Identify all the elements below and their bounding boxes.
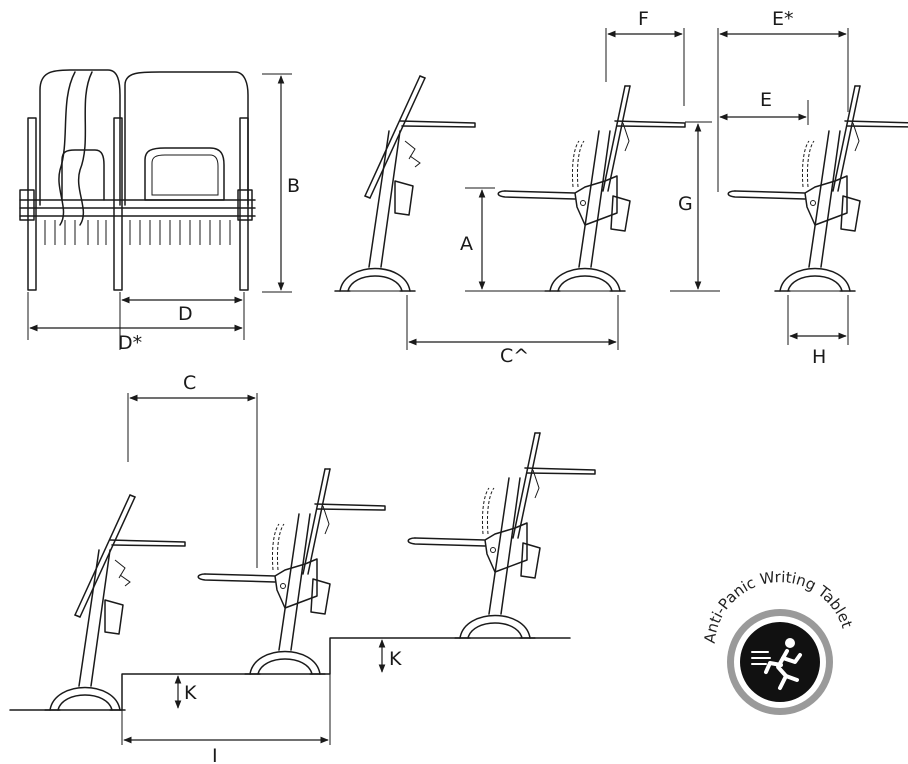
dimension-b: B	[262, 73, 300, 293]
dim-label-h: H	[812, 346, 826, 368]
tiered-chair-right	[407, 432, 596, 639]
dimension-k-upper: K	[378, 639, 402, 673]
dim-label-e-star: E*	[772, 8, 794, 30]
tiered-chair-folded	[44, 494, 186, 711]
dim-label-b: B	[287, 175, 300, 197]
dimension-a: A	[460, 187, 495, 290]
running-person-icon	[751, 638, 802, 690]
dim-label-c: C	[183, 372, 196, 394]
dimension-e: E* E	[717, 8, 849, 192]
dim-label-e: E	[760, 89, 772, 111]
dim-label-k-upper: K	[389, 648, 402, 670]
tiered-floor	[9, 637, 571, 745]
dimension-c-caret: C^	[406, 295, 619, 367]
dim-label-d: D	[178, 303, 193, 325]
side-view-folded-top	[334, 75, 476, 292]
dim-label-k-lower: K	[184, 682, 197, 704]
dimension-k-lower: K	[174, 675, 197, 709]
front-view-seats	[19, 69, 256, 291]
dim-label-a: A	[460, 233, 473, 255]
dimension-c: C	[127, 372, 258, 568]
dimension-i: I	[123, 736, 329, 764]
dim-label-c-caret: C^	[500, 345, 529, 367]
side-view-open-top	[497, 85, 686, 292]
dimension-g: G	[678, 121, 712, 290]
anti-panic-badge: Anti-Panic Writing Tablet	[701, 568, 856, 715]
dim-label-i: I	[212, 745, 218, 764]
dimension-d: D D*	[27, 292, 245, 354]
dim-label-f: F	[638, 8, 649, 30]
dimension-h: H	[787, 295, 849, 368]
dim-label-g: G	[678, 193, 693, 215]
dimension-f: F	[605, 8, 685, 106]
tiered-chair-middle	[197, 468, 386, 675]
dim-label-d-star: D*	[118, 332, 142, 354]
